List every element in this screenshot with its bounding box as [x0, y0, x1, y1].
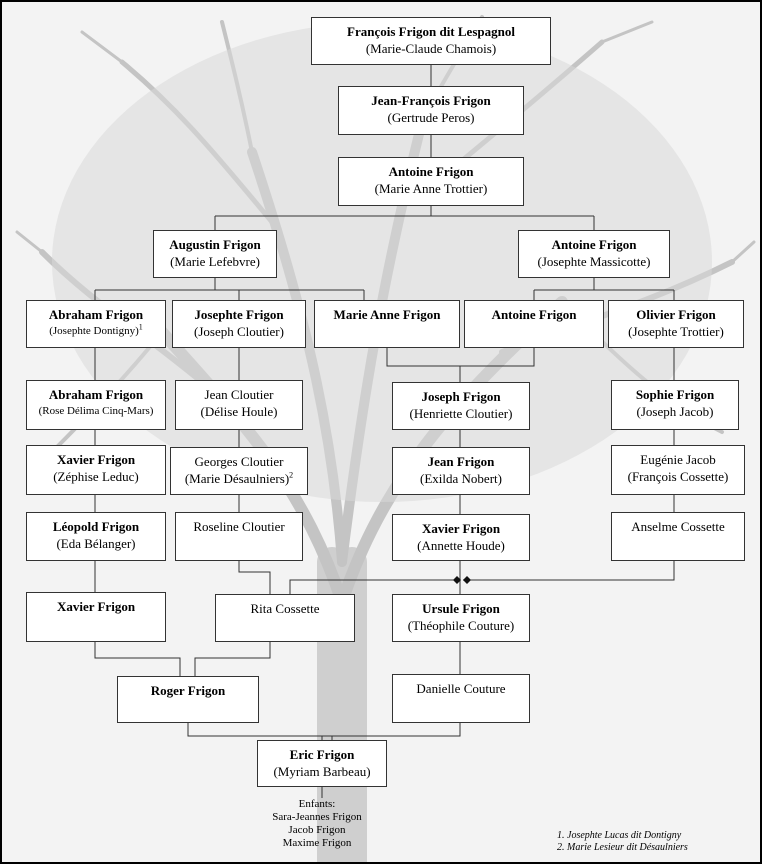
person-name: Xavier Frigon — [56, 452, 136, 467]
footnote-1: 1. Josephte Lucas dit Dontigny — [557, 830, 682, 841]
person-name: Marie Anne Frigon — [333, 307, 441, 322]
person-box-marie-anne: Marie Anne Frigon — [314, 300, 460, 348]
person-name: Xavier Frigon — [421, 521, 501, 536]
person-box-roger: Roger Frigon — [117, 676, 259, 723]
person-box-jean-cloutier: Jean Cloutier (Délise Houle) — [175, 380, 303, 430]
person-name: Jean Cloutier — [204, 387, 274, 402]
person-name: François Frigon dit Lespagnol — [347, 24, 515, 39]
person-name: Joseph Frigon — [421, 389, 501, 404]
spouse-name: (Délise Houle) — [200, 404, 278, 419]
person-name: Josephte Frigon — [194, 307, 284, 322]
person-name: Danielle Couture — [416, 681, 506, 696]
spouse-name: (Marie Désaulniers)2 — [184, 470, 294, 486]
footnote-2: 2. Marie Lesieur dit Désaulniers — [557, 842, 688, 853]
spouse-name: (Josephte Massicotte) — [537, 254, 651, 269]
person-box-xavier-2: Xavier Frigon (Annette Houde) — [392, 514, 530, 561]
person-name: Abraham Frigon — [48, 387, 144, 402]
person-name: Léopold Frigon — [52, 519, 140, 534]
spouse-name: (Marie-Claude Chamois) — [365, 41, 497, 56]
person-name: Sophie Frigon — [635, 387, 715, 402]
spouse-name: (Gertrude Peros) — [387, 110, 475, 125]
person-box-eric: Eric Frigon (Myriam Barbeau) — [257, 740, 387, 787]
person-box-antoine-1: Antoine Frigon (Marie Anne Trottier) — [338, 157, 524, 206]
spouse-name: (Marie Anne Trottier) — [374, 181, 488, 196]
spouse-name: (François Cossette) — [627, 469, 729, 484]
person-box-jean-francois: Jean-François Frigon (Gertrude Peros) — [338, 86, 524, 135]
person-box-jean: Jean Frigon (Exilda Nobert) — [392, 447, 530, 495]
footnote-marker: 1 — [138, 322, 143, 332]
person-box-anselme: Anselme Cossette — [611, 512, 745, 561]
person-box-ursule: Ursule Frigon (Théophile Couture) — [392, 594, 530, 642]
footnotes: 1. Josephte Lucas dit Dontigny 2. Marie … — [557, 830, 757, 854]
person-name: Abraham Frigon — [48, 307, 144, 322]
person-box-eugenie: Eugénie Jacob (François Cossette) — [611, 445, 745, 495]
footnote-marker: 2 — [289, 470, 294, 480]
person-name: Roger Frigon — [150, 683, 226, 698]
person-name: Georges Cloutier — [194, 454, 284, 469]
person-box-josephte: Josephte Frigon (Joseph Cloutier) — [172, 300, 306, 348]
person-name: Roseline Cloutier — [193, 519, 285, 534]
person-box-abraham-2: Abraham Frigon (Rose Délima Cinq-Mars) — [26, 380, 166, 430]
spouse-name: (Annette Houde) — [417, 538, 505, 553]
person-box-xavier-3: Xavier Frigon — [26, 592, 166, 642]
person-name: Augustin Frigon — [169, 237, 261, 252]
person-box-olivier: Olivier Frigon (Josephte Trottier) — [608, 300, 744, 348]
person-box-georges: Georges Cloutier (Marie Désaulniers)2 — [170, 447, 308, 495]
person-box-xavier-1: Xavier Frigon (Zéphise Leduc) — [26, 445, 166, 495]
person-name: Jean Frigon — [427, 454, 495, 469]
spouse-name: (Myriam Barbeau) — [273, 764, 371, 779]
spouse-name: (Joseph Cloutier) — [194, 324, 284, 339]
person-name: Jean-François Frigon — [371, 93, 491, 108]
person-name: Antoine Frigon — [551, 237, 637, 252]
spouse-name: (Exilda Nobert) — [420, 471, 502, 486]
spouse-name: (Henriette Cloutier) — [409, 406, 513, 421]
person-box-roseline: Roseline Cloutier — [175, 512, 303, 561]
person-name: Eugénie Jacob — [640, 452, 716, 467]
spouse-name: (Joseph Jacob) — [636, 404, 714, 419]
person-name: Xavier Frigon — [56, 599, 136, 614]
child-name: Sara-Jeannes Frigon — [272, 811, 362, 823]
children-list: Enfants: Sara-Jeannes Frigon Jacob Frigo… — [252, 798, 382, 850]
spouse-name: (Rose Délima Cinq-Mars) — [38, 405, 154, 417]
child-name: Maxime Frigon — [282, 837, 352, 849]
person-box-danielle: Danielle Couture — [392, 674, 530, 723]
person-name: Anselme Cossette — [631, 519, 725, 534]
person-box-joseph: Joseph Frigon (Henriette Cloutier) — [392, 382, 530, 430]
person-box-sophie: Sophie Frigon (Joseph Jacob) — [611, 380, 739, 430]
person-box-abraham-1: Abraham Frigon (Josephte Dontigny)1 — [26, 300, 166, 348]
person-name: Olivier Frigon — [636, 307, 716, 322]
person-name: Antoine Frigon — [491, 307, 577, 322]
person-box-antoine-2: Antoine Frigon (Josephte Massicotte) — [518, 230, 670, 278]
person-box-antoine-3: Antoine Frigon — [464, 300, 604, 348]
person-name: Rita Cossette — [250, 601, 320, 616]
child-name: Jacob Frigon — [288, 824, 346, 836]
person-box-rita: Rita Cossette — [215, 594, 355, 642]
person-name: Eric Frigon — [289, 747, 355, 762]
children-heading: Enfants: — [298, 798, 336, 810]
person-box-augustin: Augustin Frigon (Marie Lefebvre) — [153, 230, 277, 278]
spouse-name: (Josephte Dontigny)1 — [49, 322, 143, 337]
person-box-francois: François Frigon dit Lespagnol (Marie-Cla… — [311, 17, 551, 65]
person-name: Antoine Frigon — [388, 164, 474, 179]
spouse-name: (Eda Bélanger) — [56, 536, 136, 551]
person-box-leopold: Léopold Frigon (Eda Bélanger) — [26, 512, 166, 561]
person-name: Ursule Frigon — [422, 601, 500, 616]
spouse-name: (Josephte Trottier) — [628, 324, 724, 339]
spouse-name: (Marie Lefebvre) — [170, 254, 260, 269]
spouse-name: (Zéphise Leduc) — [53, 469, 139, 484]
spouse-name: (Théophile Couture) — [407, 618, 515, 633]
